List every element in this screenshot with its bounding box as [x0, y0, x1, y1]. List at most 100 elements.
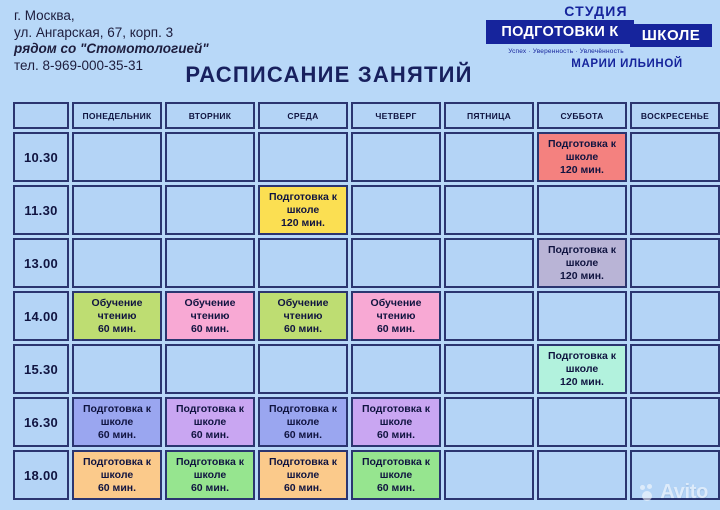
empty-cell-sunday	[630, 344, 720, 394]
header-day-sunday: ВОСКРЕСЕНЬЕ	[630, 102, 720, 129]
lesson-line: Обучение	[277, 296, 329, 309]
time-cell: 16.30	[13, 397, 69, 447]
page-title: РАСПИСАНИЕ ЗАНЯТИЙ	[185, 62, 473, 87]
header-day-friday: ПЯТНИЦА	[444, 102, 534, 129]
empty-cell-saturday	[537, 291, 627, 341]
lesson-line: 60 мин.	[97, 481, 137, 494]
lesson-line: 60 мин.	[97, 428, 137, 441]
lesson-line: школе	[193, 468, 227, 481]
lesson-line: 60 мин.	[283, 428, 323, 441]
header-day-wednesday: СРЕДА	[258, 102, 348, 129]
empty-cell-wednesday	[258, 132, 348, 182]
lesson-line: Обучение	[370, 296, 422, 309]
lesson-line: Подготовка к	[268, 402, 337, 415]
lesson-line: 60 мин.	[376, 322, 416, 335]
schedule-container: ПОНЕДЕЛЬНИК ВТОРНИК СРЕДА ЧЕТВЕРГ ПЯТНИЦ…	[10, 99, 720, 503]
lesson-line: чтению	[190, 309, 230, 322]
logo-bars: ПОДГОТОВКИ К ШКОЛЕ	[480, 20, 712, 47]
empty-cell-friday	[444, 450, 534, 500]
lesson-line: 120 мин.	[281, 216, 325, 229]
lesson-line: 60 мин.	[190, 322, 230, 335]
lesson-line: Подготовка к	[175, 402, 244, 415]
empty-cell-tuesday	[165, 238, 255, 288]
lesson-line: Подготовка к	[547, 243, 616, 256]
empty-cell-friday	[444, 397, 534, 447]
time-cell: 13.00	[13, 238, 69, 288]
lesson-line: 120 мин.	[560, 163, 604, 176]
time-cell: 14.00	[13, 291, 69, 341]
empty-cell-sunday	[630, 291, 720, 341]
lesson-line: школе	[379, 468, 413, 481]
contact-city: г. Москва,	[14, 8, 75, 23]
lesson-line: школе	[100, 415, 134, 428]
contact-block: г. Москва, ул. Ангарская, 67, корп. 3 ря…	[14, 8, 209, 74]
empty-cell-friday	[444, 238, 534, 288]
logo-bar-prep: ПОДГОТОВКИ К	[486, 20, 634, 44]
empty-cell-sunday	[630, 185, 720, 235]
lesson-line: Подготовка к	[361, 455, 430, 468]
empty-cell-saturday	[537, 185, 627, 235]
contact-street: ул. Ангарская, 67, корп. 3	[14, 24, 174, 40]
studio-logo: СТУДИЯ ПОДГОТОВКИ К ШКОЛЕ Успех · Уверен…	[480, 4, 712, 70]
empty-cell-tuesday	[165, 185, 255, 235]
lesson-line: 120 мин.	[560, 269, 604, 282]
empty-cell-friday	[444, 344, 534, 394]
empty-cell-monday	[72, 132, 162, 182]
lesson-line: 60 мин.	[97, 322, 137, 335]
avito-watermark-text: Avito	[660, 481, 708, 503]
empty-cell-monday	[72, 344, 162, 394]
time-cell: 15.30	[13, 344, 69, 394]
empty-cell-wednesday	[258, 344, 348, 394]
empty-cell-thursday	[351, 238, 441, 288]
lesson-line: школе	[286, 468, 320, 481]
avito-logo-icon	[640, 484, 657, 501]
empty-cell-monday	[72, 185, 162, 235]
empty-cell-tuesday	[165, 132, 255, 182]
empty-cell-sunday	[630, 397, 720, 447]
lesson-line: школе	[379, 415, 413, 428]
empty-cell-saturday	[537, 450, 627, 500]
empty-cell-sunday	[630, 132, 720, 182]
lesson-line: 60 мин.	[376, 481, 416, 494]
lesson-line: школе	[193, 415, 227, 428]
lesson-line: школе	[565, 362, 599, 375]
lesson-line: Подготовка к	[175, 455, 244, 468]
time-cell: 10.30	[13, 132, 69, 182]
logo-tagline: Успех · Уверенность · Увлечённость	[508, 48, 624, 55]
empty-cell-friday	[444, 291, 534, 341]
lesson-line: школе	[100, 468, 134, 481]
lesson-line: школе	[565, 256, 599, 269]
empty-cell-saturday	[537, 397, 627, 447]
lesson-line: школе	[565, 150, 599, 163]
empty-cell-sunday	[630, 238, 720, 288]
empty-cell-thursday	[351, 344, 441, 394]
schedule-head: ПОНЕДЕЛЬНИК ВТОРНИК СРЕДА ЧЕТВЕРГ ПЯТНИЦ…	[13, 102, 720, 129]
header-day-saturday: СУББОТА	[537, 102, 627, 129]
time-cell: 18.00	[13, 450, 69, 500]
lesson-line: 120 мин.	[560, 375, 604, 388]
lesson-line: 60 мин.	[283, 481, 323, 494]
lesson-line: Обучение	[91, 296, 143, 309]
